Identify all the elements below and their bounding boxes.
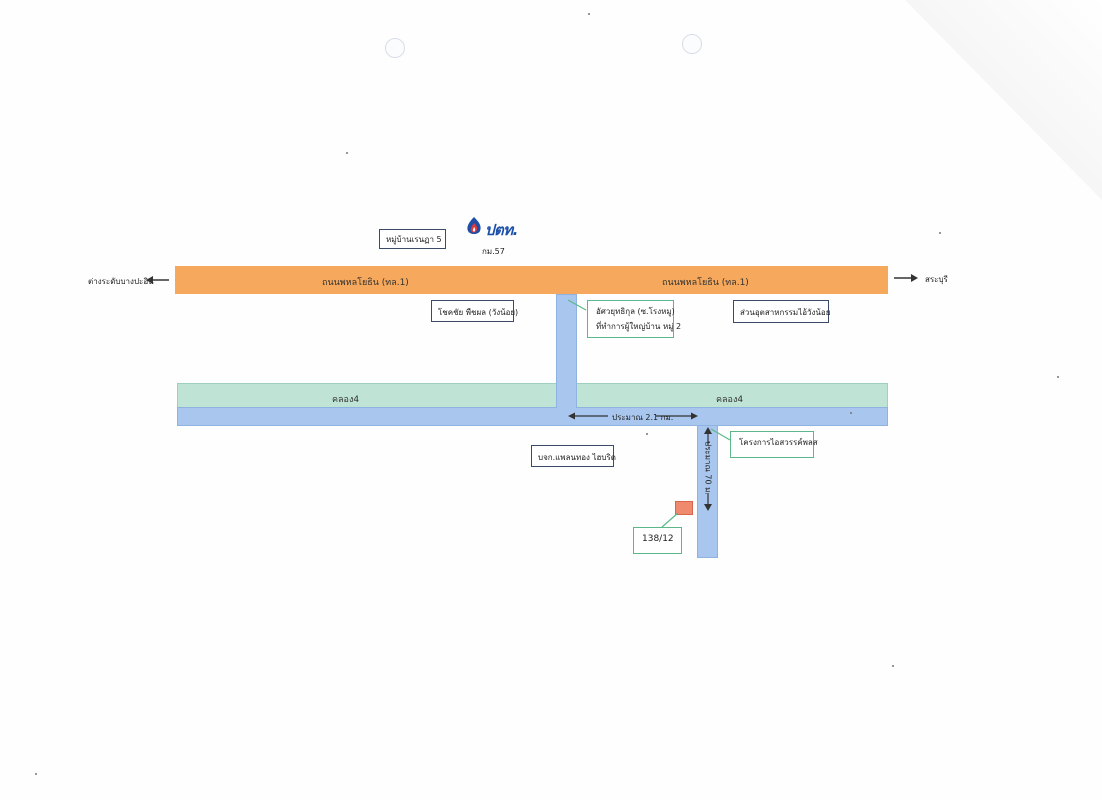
temple-label-line2: ที่ทำการผู้ใหญ่บ้าน หมู่ 2 — [596, 322, 682, 331]
temple-office-label: อัศวยุทธิกุล (ซ.โรงหมู) ที่ทำการผู้ใหญ่บ… — [587, 300, 682, 338]
scan-speck — [892, 665, 894, 667]
temple-label-line1: อัศวยุทธิกุล (ซ.โรงหมู) — [596, 307, 675, 316]
project-callout-pointer — [710, 428, 731, 441]
east-direction-label: สระบุรี — [925, 275, 948, 284]
destination-marker — [675, 501, 693, 515]
punch-hole-left — [385, 38, 405, 58]
side-road — [697, 425, 718, 558]
flame-icon — [467, 217, 481, 234]
company-label: บจก.แพลนทอง ไฮบริด — [531, 445, 616, 467]
industrial-label: ส่วนอุตสาหกรรมไอ้วังน้อย — [733, 300, 830, 323]
local-road — [177, 407, 888, 426]
distance-arrow-vertical — [704, 427, 712, 511]
temple-callout-pointer — [567, 299, 587, 311]
scan-speck — [1057, 376, 1059, 378]
distance-label-vertical: ประมาณ 70 ม. — [703, 441, 713, 495]
scan-speck — [646, 433, 648, 435]
highway-label-left: ถนนพหลโยธิน (ทล.1) — [322, 278, 409, 288]
highway-road — [175, 266, 888, 294]
arrow-left-icon — [146, 276, 169, 284]
destination-callout-pointer — [661, 512, 679, 528]
canal-label-left: คลอง4 — [332, 395, 360, 405]
village-label: หมู่บ้านเรนฏา 5 — [379, 229, 446, 249]
scan-speck — [346, 152, 348, 154]
highway-label-right: ถนนพหลโยธิน (ทล.1) — [662, 278, 749, 288]
canal — [177, 383, 888, 408]
shop-label: โชคชัย พืชผล (วังน้อย) — [431, 300, 518, 322]
destination-label: 138/12 — [633, 527, 682, 554]
punch-hole-right — [682, 34, 702, 54]
ptt-logo: ปตท. — [465, 216, 525, 239]
project-label: โครงการไอสวรรค์พลส — [730, 431, 818, 458]
canal-label-right: คลอง4 — [716, 395, 744, 405]
distance-label-horizontal: ประมาณ 2.1 กม. — [612, 413, 674, 422]
page-corner-fold — [905, 0, 1102, 200]
west-direction-label: ต่างระดับบางปะอิน — [88, 277, 154, 286]
connector-road-crossing — [556, 383, 577, 408]
scan-speck — [850, 412, 852, 414]
scan-speck — [939, 232, 941, 234]
brand-text: ปตท. — [485, 221, 518, 239]
scan-speck — [35, 773, 37, 775]
scan-speck — [588, 13, 590, 15]
arrow-right-icon — [894, 274, 918, 282]
distance-arrow-horizontal — [568, 412, 698, 420]
km-marker: กม.57 — [482, 247, 505, 256]
